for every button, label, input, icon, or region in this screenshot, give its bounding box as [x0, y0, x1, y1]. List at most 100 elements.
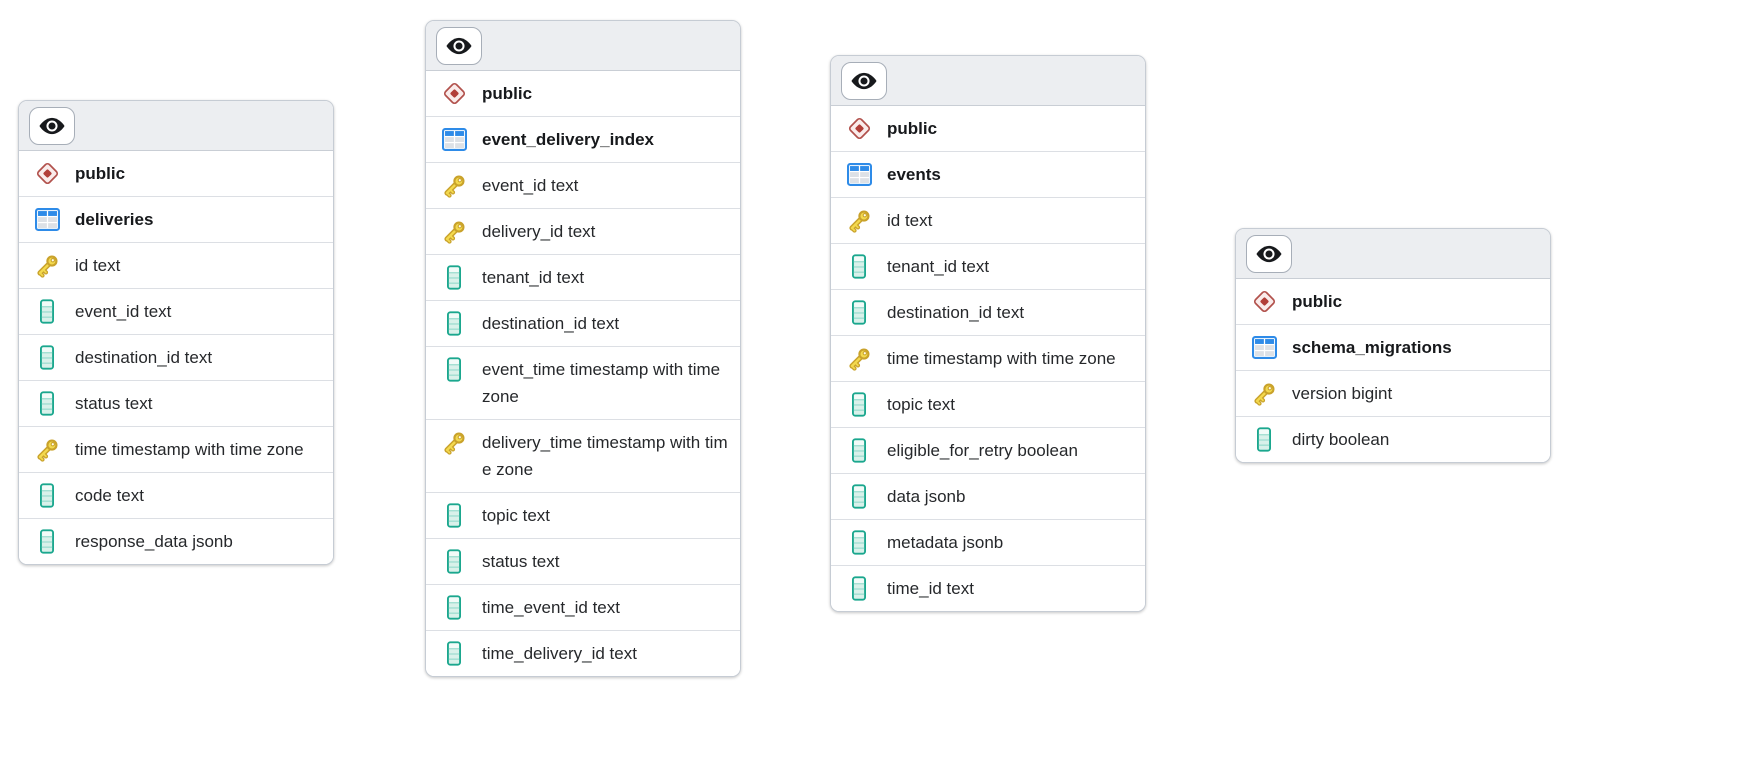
column-icon [1236, 417, 1292, 462]
column-row[interactable]: topic text [426, 493, 740, 539]
column-row[interactable]: id text [19, 243, 333, 289]
visibility-toggle-button[interactable] [841, 61, 887, 100]
schema-name: public [482, 84, 533, 103]
primary-key-icon [426, 163, 482, 208]
table-grid-icon [19, 197, 75, 242]
column-row[interactable]: data jsonb [831, 474, 1145, 520]
column-label: metadata jsonb [887, 533, 1004, 552]
column-icon [426, 539, 482, 584]
column-icon [831, 244, 887, 289]
column-label: event_id text [482, 176, 579, 195]
column-row[interactable]: dirty boolean [1236, 417, 1550, 462]
column-row[interactable]: destination_id text [426, 301, 740, 347]
column-row[interactable]: id text [831, 198, 1145, 244]
column-label: id text [75, 256, 121, 275]
column-row[interactable]: tenant_id text [831, 244, 1145, 290]
column-label: version bigint [1292, 384, 1393, 403]
column-label: event_id text [75, 302, 172, 321]
column-icon [426, 493, 482, 538]
primary-key-icon [426, 420, 482, 465]
column-icon [426, 347, 482, 392]
column-icon [426, 585, 482, 630]
column-row[interactable]: destination_id text [831, 290, 1145, 336]
table-name-row[interactable]: schema_migrations [1236, 325, 1550, 371]
column-label: response_data jsonb [75, 532, 233, 551]
column-icon [831, 566, 887, 611]
column-icon [19, 381, 75, 426]
column-label: topic text [482, 506, 551, 525]
column-row[interactable]: status text [426, 539, 740, 585]
column-row[interactable]: tenant_id text [426, 255, 740, 301]
column-icon [831, 520, 887, 565]
column-row[interactable]: time_id text [831, 566, 1145, 611]
schema-row[interactable]: public [426, 71, 740, 117]
column-label: time_id text [887, 579, 974, 598]
column-icon [19, 519, 75, 564]
column-icon [831, 382, 887, 427]
column-row[interactable]: version bigint [1236, 371, 1550, 417]
visibility-toggle-button[interactable] [1246, 234, 1292, 273]
column-row[interactable]: topic text [831, 382, 1145, 428]
column-row[interactable]: response_data jsonb [19, 519, 333, 564]
column-label: id text [887, 211, 933, 230]
table-card[interactable]: public deliveries [18, 100, 334, 565]
column-row[interactable]: metadata jsonb [831, 520, 1145, 566]
schema-name: public [75, 164, 126, 183]
table-card[interactable]: public schema_migrations [1235, 228, 1551, 463]
eye-icon [1256, 245, 1282, 262]
table-name: deliveries [75, 210, 154, 229]
column-icon [426, 301, 482, 346]
column-row[interactable]: code text [19, 473, 333, 519]
primary-key-icon [831, 198, 887, 243]
table-grid-icon [426, 117, 482, 162]
table-name: events [887, 165, 941, 184]
table-card[interactable]: public event_delivery_index [425, 20, 741, 677]
eye-icon [39, 117, 65, 134]
column-icon [831, 474, 887, 519]
table-grid-icon [1236, 325, 1292, 370]
column-icon [19, 289, 75, 334]
schema-name: public [887, 119, 938, 138]
column-label: destination_id text [75, 348, 213, 367]
primary-key-icon [831, 336, 887, 381]
column-icon [426, 631, 482, 676]
table-grid-icon [831, 152, 887, 197]
column-row[interactable]: destination_id text [19, 335, 333, 381]
card-header [831, 56, 1145, 106]
column-row[interactable]: delivery_time timestamp with time zone [426, 420, 740, 493]
column-row[interactable]: time timestamp with time zone [19, 427, 333, 473]
schema-row[interactable]: public [19, 151, 333, 197]
column-label: delivery_id text [482, 222, 596, 241]
table-name-row[interactable]: events [831, 152, 1145, 198]
column-icon [426, 255, 482, 300]
column-label: destination_id text [887, 303, 1025, 322]
column-icon [831, 290, 887, 335]
column-row[interactable]: event_id text [19, 289, 333, 335]
column-row[interactable]: eligible_for_retry boolean [831, 428, 1145, 474]
schema-row[interactable]: public [831, 106, 1145, 152]
table-name-row[interactable]: event_delivery_index [426, 117, 740, 163]
primary-key-icon [426, 209, 482, 254]
column-row[interactable]: status text [19, 381, 333, 427]
schema-row[interactable]: public [1236, 279, 1550, 325]
column-label: tenant_id text [482, 268, 585, 287]
column-row[interactable]: time_event_id text [426, 585, 740, 631]
schema-diamond-icon [19, 151, 75, 196]
schema-name: public [1292, 292, 1343, 311]
table-name: event_delivery_index [482, 130, 654, 149]
visibility-toggle-button[interactable] [436, 26, 482, 65]
column-row[interactable]: time_delivery_id text [426, 631, 740, 676]
column-label: destination_id text [482, 314, 620, 333]
column-row[interactable]: delivery_id text [426, 209, 740, 255]
column-row[interactable]: event_id text [426, 163, 740, 209]
primary-key-icon [1236, 371, 1292, 416]
column-label: topic text [887, 395, 956, 414]
card-header [426, 21, 740, 71]
column-row[interactable]: time timestamp with time zone [831, 336, 1145, 382]
table-name-row[interactable]: deliveries [19, 197, 333, 243]
column-row[interactable]: event_time timestamp with time zone [426, 347, 740, 420]
visibility-toggle-button[interactable] [29, 106, 75, 145]
eye-icon [446, 37, 472, 54]
table-card[interactable]: public events [830, 55, 1146, 612]
column-icon [831, 428, 887, 473]
